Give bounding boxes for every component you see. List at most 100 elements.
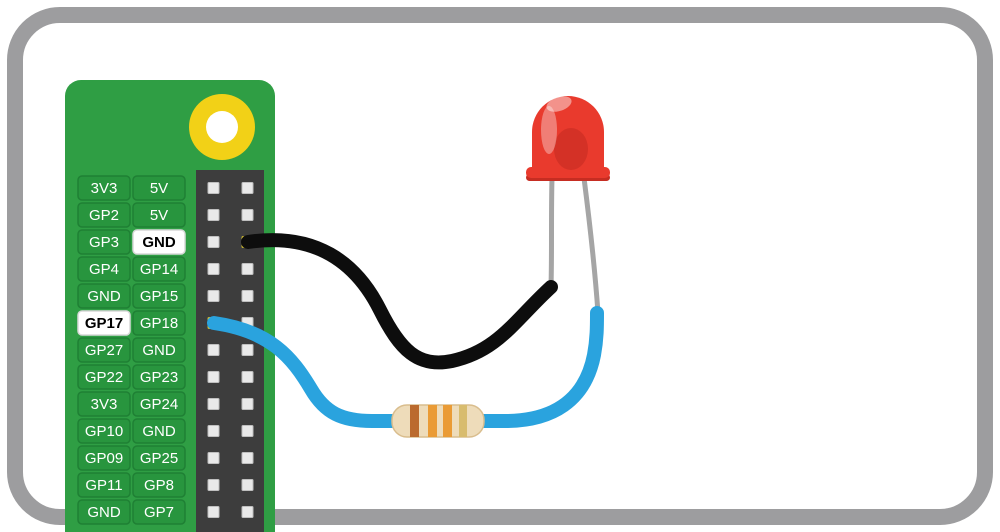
pin-label-box [132,175,186,201]
gpio-pin [241,398,254,410]
resistor [391,404,485,438]
led-inner-shadow [554,128,588,170]
pin-label-box [77,337,131,363]
gpio-pin [207,182,220,194]
pin-label-right: GP15 [140,288,178,305]
pin-label-left: GP4 [89,261,119,278]
led-highlight [541,106,557,154]
pin-label-box [77,364,131,390]
pin-label-box [132,310,186,336]
led-dome [532,96,604,172]
pin-label-box [132,445,186,471]
pin-label-right-highlight: GND [142,234,176,251]
pin-label-box [77,418,131,444]
pin-label-right: GND [142,423,176,440]
gpio-pin [241,371,254,383]
pin-label-left: GND [87,504,121,521]
led-gloss [546,96,572,112]
pin-label-left: 3V3 [91,180,118,197]
pin-label-box [77,391,131,417]
gpio-pin [207,425,220,437]
gpio-pin [207,371,220,383]
pin-label-box [132,499,186,525]
gpio-pin [207,290,220,302]
gpio-pin [241,209,254,221]
gpio-pin [241,344,254,356]
led-leg-anode [581,175,601,316]
pin-label-left: GP22 [85,369,123,386]
gpio-pin [241,182,254,194]
diagram-frame [7,7,993,525]
gpio-pin [207,479,220,491]
gpio-pins [207,182,254,518]
pin-label-right: GP24 [140,396,178,413]
resistor-body [391,404,485,438]
pin-row: 3V3 GP24 [77,391,186,417]
led-leg-cathode [548,175,555,290]
gpio-pin [241,479,254,491]
pin-label-left: GP27 [85,342,123,359]
pin-label-right: GP25 [140,450,178,467]
pin-label-left: GP2 [89,207,119,224]
pin-label-right: GP7 [144,504,174,521]
gpio-pin [241,452,254,464]
pin-label-box [77,283,131,309]
pin-row: GP09 GP25 [77,445,186,471]
pin-label-right: 5V [150,180,168,197]
resistor-band [443,405,452,437]
pin-label-left: GP3 [89,234,119,251]
pin-label-left: GP11 [85,477,122,494]
led [526,96,610,181]
gpio-pin [207,236,220,248]
pin-row: GP3 GND [77,229,186,255]
pin-label-box [77,202,131,228]
pin-label-right: 5V [150,207,168,224]
pin-row: GP27 GND [77,337,186,363]
gpio-pin [207,452,220,464]
pin-label-box [132,283,186,309]
pin-label-left: GP10 [85,423,123,440]
pin-label-box [132,337,186,363]
pin-label-box [132,391,186,417]
pin-row: GP10 GND [77,418,186,444]
pin-row: GP17 GP18 [77,310,186,336]
pin-row: GND GP7 [77,499,186,525]
mount-hole [206,111,238,143]
pin-label-left: GND [87,288,121,305]
pin-label-left: 3V3 [91,396,118,413]
pin-label-box-highlight-gp17 [77,310,131,336]
pin-row: GP11 GP8 [77,472,186,498]
pin-label-right: GP14 [140,261,178,278]
gpio-pin [207,398,220,410]
pin-label-box [132,202,186,228]
pin-label-left: GP09 [85,450,123,467]
pin-label-right: GP18 [140,315,178,332]
resistor-band [428,405,437,437]
resistor-band [410,405,419,437]
gpio-pin [241,506,254,518]
gpio-pin [207,263,220,275]
pin-label-box [132,364,186,390]
pin-row: GP2 5V [77,202,186,228]
pin-label-box [77,229,131,255]
gpio-pin [207,209,220,221]
gpio-pin [241,290,254,302]
pin-label-box [132,418,186,444]
ground-wire [241,233,558,370]
gpio-pin [241,263,254,275]
pin-label-rows: 3V3 5V GP2 5V GP3 GND GP4 GP14 GND GP15 [77,175,186,525]
gpio-pin [207,344,220,356]
gpio-pin [241,425,254,437]
gpio-header [196,170,264,532]
signal-wire [207,306,604,428]
pin-row: 3V3 5V [77,175,186,201]
pin-label-box-highlight-gnd [132,229,186,255]
pin-label-right: GP8 [144,477,174,494]
pin-label-right: GP23 [140,369,178,386]
resistor-band [459,405,467,437]
pin-label-left-highlight: GP17 [85,315,123,332]
pin-label-box [77,175,131,201]
pin-row: GND GP15 [77,283,186,309]
pin-row: GP4 GP14 [77,256,186,282]
